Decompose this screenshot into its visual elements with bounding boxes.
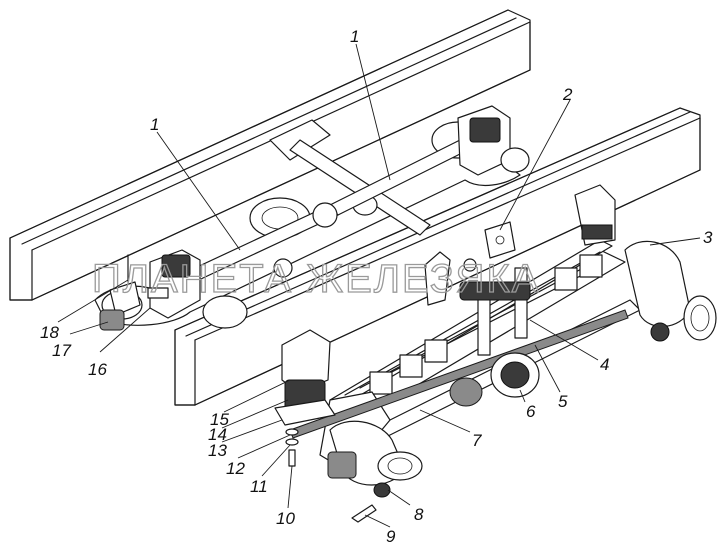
rear-right-bracket [457,105,530,176]
callout-labels: 1 1 2 3 4 5 6 7 8 9 10 11 12 13 14 15 16… [40,27,713,546]
callout-10: 10 [276,509,295,528]
callout-18: 18 [40,323,59,342]
front-upper-brackets [424,184,616,306]
callout-8: 8 [414,505,424,524]
callout-6: 6 [526,402,536,421]
callout-15: 15 [210,410,229,429]
callout-3: 3 [703,228,713,247]
callout-13: 13 [208,441,227,460]
leader-lines [57,43,701,528]
cross-tube [179,119,489,286]
watermark-text: ПЛАНЕТА ЖЕЛЕЗЯКА [92,257,540,301]
callout-1-top: 1 [350,27,359,46]
callout-12: 12 [226,459,245,478]
callout-7: 7 [472,431,482,450]
callout-17: 17 [52,341,71,360]
callout-9: 9 [386,527,396,546]
callout-4: 4 [600,355,609,374]
rear-left-bracket [99,249,201,331]
front-left-mount [274,329,336,426]
callout-5: 5 [558,392,568,411]
callout-16: 16 [88,360,107,379]
fasteners [285,428,391,523]
spring-clamp [459,221,531,356]
tie-rod [289,309,629,439]
callout-1-left: 1 [150,115,159,134]
callout-11: 11 [250,477,268,496]
callout-2: 2 [562,85,573,104]
callout-14: 14 [208,425,227,444]
